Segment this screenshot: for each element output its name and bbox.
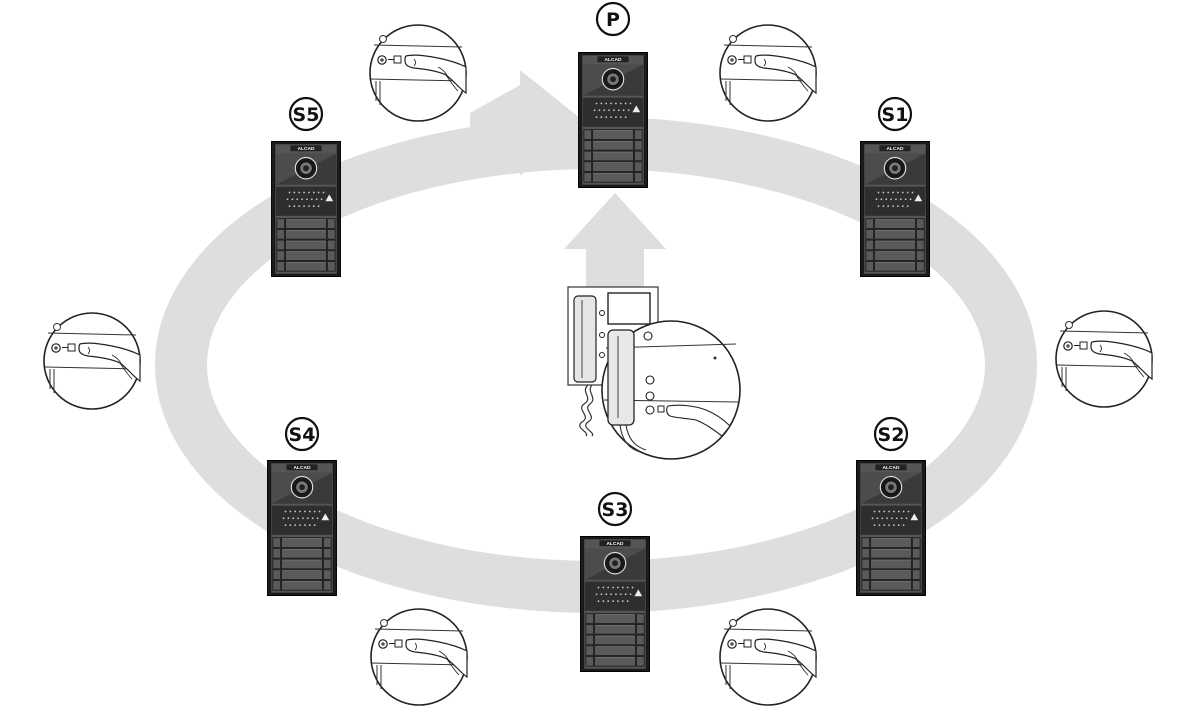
label-s1-text: S1: [882, 104, 909, 126]
panel-s1: [859, 141, 931, 277]
callout-left: [43, 312, 141, 410]
up-arrow: [564, 193, 666, 300]
label-s3-text: S3: [602, 499, 629, 521]
panel-s2: [855, 460, 927, 596]
callout-top-right: [719, 24, 817, 122]
label-s3: S3: [597, 491, 633, 527]
label-p: P: [595, 1, 631, 37]
indoor-handset-monitor: [567, 286, 741, 460]
callout-right: [1055, 310, 1153, 408]
label-s2-text: S2: [878, 424, 905, 446]
label-s2: S2: [873, 416, 909, 452]
panel-p: [577, 52, 649, 188]
label-s4: S4: [284, 416, 320, 452]
callout-bottom-right: [719, 608, 817, 706]
callout-top-left: [369, 24, 467, 122]
panel-s3: [579, 536, 651, 672]
label-s5-text: S5: [293, 104, 320, 126]
label-s1: S1: [877, 96, 913, 132]
panel-s5: [270, 141, 342, 277]
label-p-text: P: [606, 9, 620, 31]
label-s4-text: S4: [289, 424, 316, 446]
callout-bottom-left: [370, 608, 468, 706]
panel-s4: [266, 460, 338, 596]
label-s5: S5: [288, 96, 324, 132]
